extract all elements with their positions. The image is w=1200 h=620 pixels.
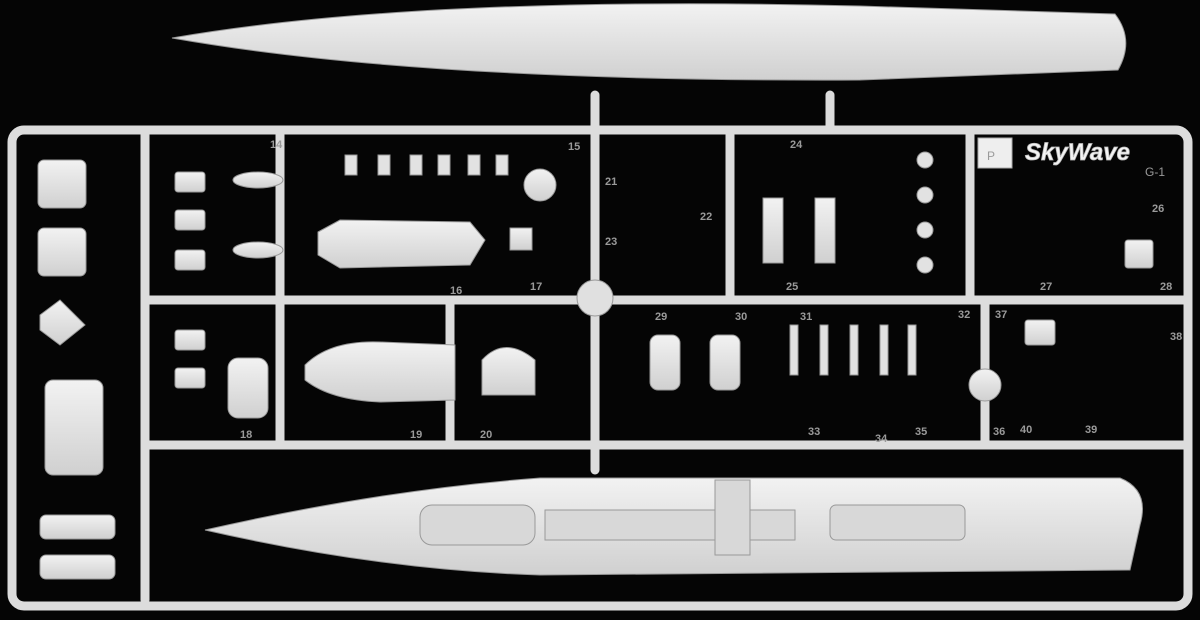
svg-text:21: 21 [605,176,617,188]
svg-text:33: 33 [808,426,820,438]
svg-text:19: 19 [410,429,422,441]
svg-text:17: 17 [530,281,542,293]
svg-text:29: 29 [655,311,667,323]
svg-text:18: 18 [240,429,252,441]
left-parts [37,159,206,580]
svg-text:34: 34 [875,433,888,445]
svg-text:40: 40 [1020,424,1032,436]
svg-text:23: 23 [605,236,617,248]
small-parts [344,151,934,376]
part-numbers: 14 15 16 17 18 19 20 21 22 23 24 25 26 2… [240,139,1182,445]
svg-text:30: 30 [735,311,747,323]
svg-text:22: 22 [700,211,712,223]
svg-text:20: 20 [480,429,492,441]
svg-text:36: 36 [993,426,1005,438]
upper-hull-part [171,3,1127,81]
logo-series-text: SkyWave [1025,139,1130,166]
sprue-logo: P SkyWave G-1 [977,137,1165,179]
sprue-code: G-1 [1145,165,1165,179]
sprue-frame [7,90,1193,611]
svg-text:16: 16 [450,285,462,297]
svg-text:35: 35 [915,426,927,438]
hull-details [419,479,966,556]
svg-text:P: P [987,149,995,163]
svg-text:37: 37 [995,309,1007,321]
deck-parts [227,168,1154,419]
sprue-hub [576,279,614,317]
svg-text:26: 26 [1152,203,1164,215]
svg-text:39: 39 [1085,424,1097,436]
svg-text:38: 38 [1170,331,1182,343]
svg-text:32: 32 [958,309,970,321]
svg-text:24: 24 [790,139,803,151]
svg-text:25: 25 [786,281,798,293]
svg-text:15: 15 [568,141,580,153]
svg-text:31: 31 [800,311,812,323]
svg-text:14: 14 [270,139,283,151]
svg-text:27: 27 [1040,281,1052,293]
svg-text:28: 28 [1160,281,1172,293]
